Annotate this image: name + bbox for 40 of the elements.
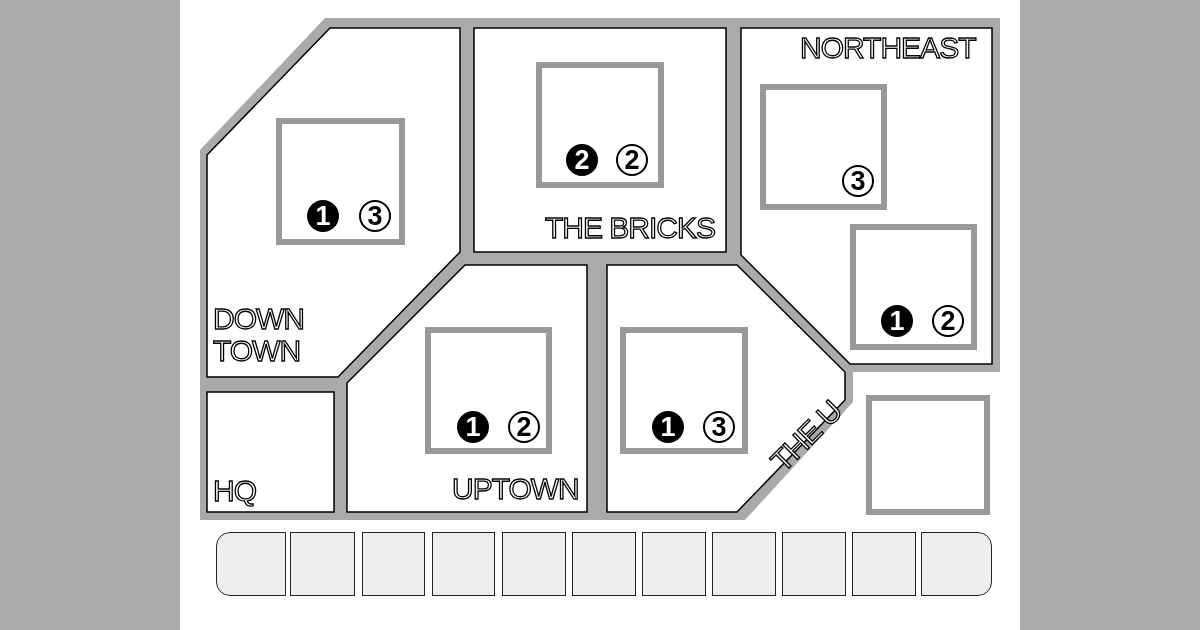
district-area — [207, 28, 460, 377]
outlined-number-token: 2 — [616, 144, 648, 176]
outlined-number-token: 3 — [703, 411, 735, 443]
district-name: THE U — [765, 394, 848, 478]
district-area — [207, 392, 334, 512]
district-area — [607, 265, 845, 512]
district-area — [347, 265, 587, 512]
track-space — [782, 532, 846, 596]
track-space — [216, 532, 286, 596]
filled-number-token: 1 — [457, 411, 489, 443]
district-name: UPTOWN — [452, 473, 579, 505]
district-area — [474, 28, 726, 252]
district-name: NORTHEAST — [800, 32, 976, 64]
building-square — [760, 84, 887, 210]
filled-number-token: 1 — [652, 411, 684, 443]
district-area — [741, 28, 992, 364]
building-square — [536, 62, 664, 188]
outlined-number-token: 3 — [842, 165, 874, 197]
track-space — [290, 532, 355, 596]
district-name: THE BRICKS — [545, 212, 716, 244]
track-space — [642, 532, 706, 596]
building-square — [850, 224, 977, 350]
district-name: HQ — [213, 475, 256, 507]
filled-number-token: 2 — [566, 144, 598, 176]
outlined-number-token: 2 — [508, 411, 540, 443]
track-space — [712, 532, 776, 596]
track-space — [502, 532, 566, 596]
building-square — [866, 395, 990, 515]
track-space — [921, 532, 992, 596]
filled-number-token: 1 — [307, 200, 339, 232]
building-square — [620, 327, 748, 454]
building-square — [425, 327, 552, 454]
track-space — [432, 532, 495, 596]
outlined-number-token: 2 — [932, 305, 964, 337]
outlined-number-token: 3 — [359, 200, 391, 232]
filled-number-token: 1 — [881, 305, 913, 337]
track-space — [362, 532, 425, 596]
track-space — [572, 532, 636, 596]
building-square — [276, 118, 405, 245]
track-space — [852, 532, 916, 596]
